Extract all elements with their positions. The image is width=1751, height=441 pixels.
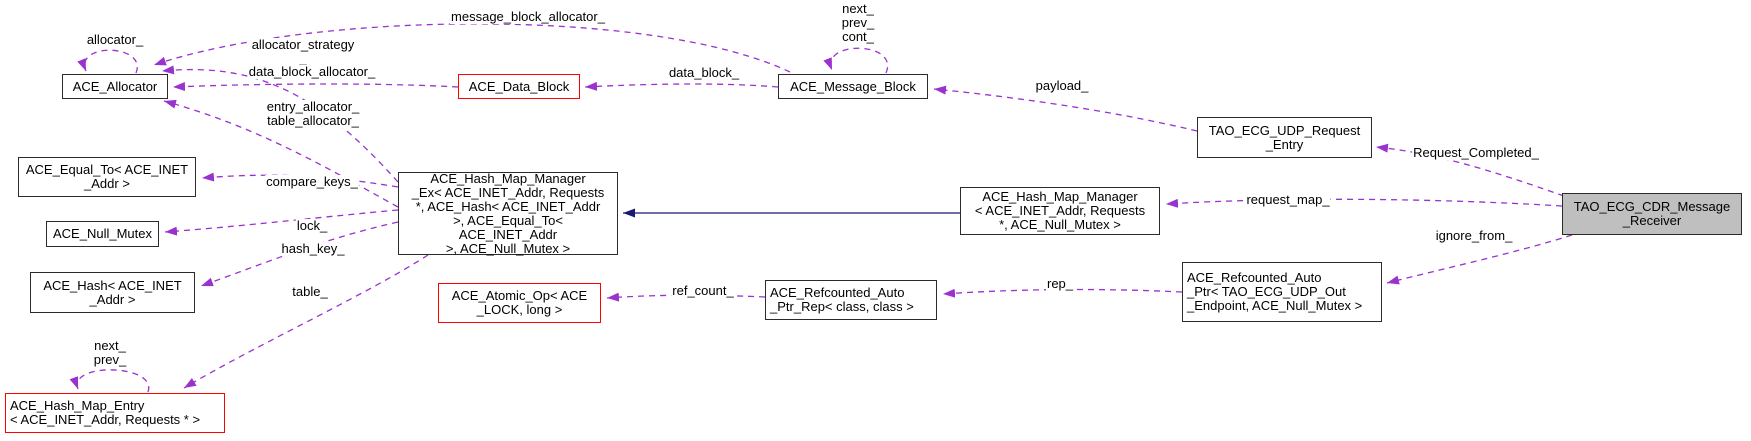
edge-payload — [933, 85, 1198, 132]
edge-label-entry-table-allocator: entry_allocator_ table_allocator_ — [265, 99, 361, 128]
node-ace-equal-to[interactable]: ACE_Equal_To< ACE_INET _Addr > — [18, 157, 196, 197]
edge-label-table: table_ — [291, 284, 329, 299]
node-ace-message-block[interactable]: ACE_Message_Block — [778, 74, 928, 99]
edge-lock — [164, 209, 399, 236]
edge-data-block-allocator — [172, 82, 459, 92]
edge-label-request-completed: Request_Completed_ — [1412, 145, 1540, 160]
node-ace-refcounted-auto-ptr[interactable]: ACE_Refcounted_Auto _Ptr< TAO_ECG_UDP_Ou… — [1182, 262, 1382, 322]
edge-label-ref-count: ref_count_ — [671, 283, 735, 298]
edge-message-block-allocator — [153, 23, 791, 73]
node-tao-ecg-cdr-message-receiver: TAO_ECG_CDR_Message _Receiver — [1562, 193, 1742, 235]
node-ace-hash[interactable]: ACE_Hash< ACE_INET _Addr > — [30, 272, 195, 313]
edge-label-message-block-allocator: message_block_allocator_ — [450, 9, 606, 24]
edge-label-rep: rep_ — [1045, 276, 1075, 291]
edge-request-map — [1165, 198, 1563, 208]
node-ace-hash-map-manager[interactable]: ACE_Hash_Map_Manager < ACE_INET_Addr, Re… — [960, 187, 1160, 235]
edge-label-data-block: data_block_ — [667, 65, 741, 80]
node-ace-hash-map-entry[interactable]: ACE_Hash_Map_Entry < ACE_INET_Addr, Requ… — [5, 393, 225, 433]
edge-ignore-from — [1386, 234, 1573, 285]
edge-entry-table-allocator — [163, 99, 399, 208]
edge-label-data-block-allocator: data_block_allocator_ — [247, 64, 377, 79]
edge-label-next-prev: next_ prev_ — [92, 338, 128, 367]
node-ace-data-block[interactable]: ACE_Data_Block — [458, 74, 580, 99]
edge-allocator-self-loop — [77, 49, 138, 74]
node-tao-ecg-udp-request-entry[interactable]: TAO_ECG_UDP_Request _Entry — [1197, 117, 1372, 158]
edge-ref-count — [606, 292, 766, 302]
edge-label-compare-keys: compare_keys_ — [265, 174, 359, 189]
edge-label-ignore-from: ignore_from_ — [1434, 228, 1514, 243]
edge-label-lock: lock_ — [295, 218, 329, 233]
edge-label-payload: payload_ — [1034, 78, 1090, 93]
node-ace-null-mutex[interactable]: ACE_Null_Mutex — [46, 221, 159, 247]
edge-compare-keys — [201, 172, 399, 188]
edge-label-allocator: allocator_ — [85, 32, 145, 47]
edge-table — [183, 254, 429, 389]
edge-label-allocator-strategy: allocator_strategy _ — [250, 37, 356, 66]
edge-label-request-map: request_map_ — [1245, 192, 1331, 207]
edge-label-next-prev-cont: next_ prev_ cont_ — [840, 1, 876, 44]
node-ace-allocator[interactable]: ACE_Allocator — [62, 74, 168, 99]
edge-label-hash-key: hash_key_ — [280, 241, 346, 256]
edge-message-block-self-loop — [823, 47, 889, 74]
node-ace-hash-map-manager-ex[interactable]: ACE_Hash_Map_Manager _Ex< ACE_INET_Addr,… — [398, 171, 618, 255]
node-ace-atomic-op[interactable]: ACE_Atomic_Op< ACE _LOCK, long > — [438, 283, 601, 323]
node-ace-refcounted-auto-ptr-rep[interactable]: ACE_Refcounted_Auto _Ptr_Rep< class, cla… — [765, 280, 937, 320]
edge-request-completed — [1375, 143, 1565, 197]
edge-hash-map-entry-self-loop — [69, 369, 150, 393]
edge-allocator-strategy — [161, 65, 399, 183]
edge-data-block — [584, 81, 779, 91]
